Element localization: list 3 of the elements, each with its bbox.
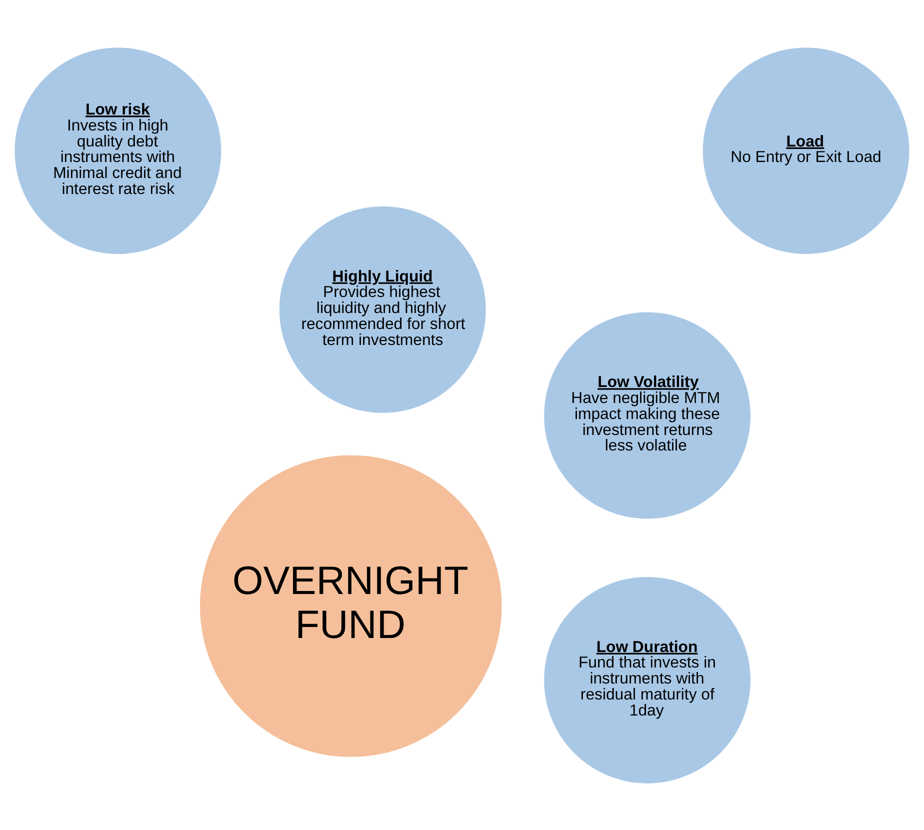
node-circle: OVERNIGHT FUND	[197, 452, 504, 760]
node-circle: Highly Liquid Provides highest liquidity and highly recommended for short term investments	[276, 203, 488, 415]
node-circle: Low Volatility Have negligible MTM impact making these investment returns less volatile	[541, 309, 754, 521]
